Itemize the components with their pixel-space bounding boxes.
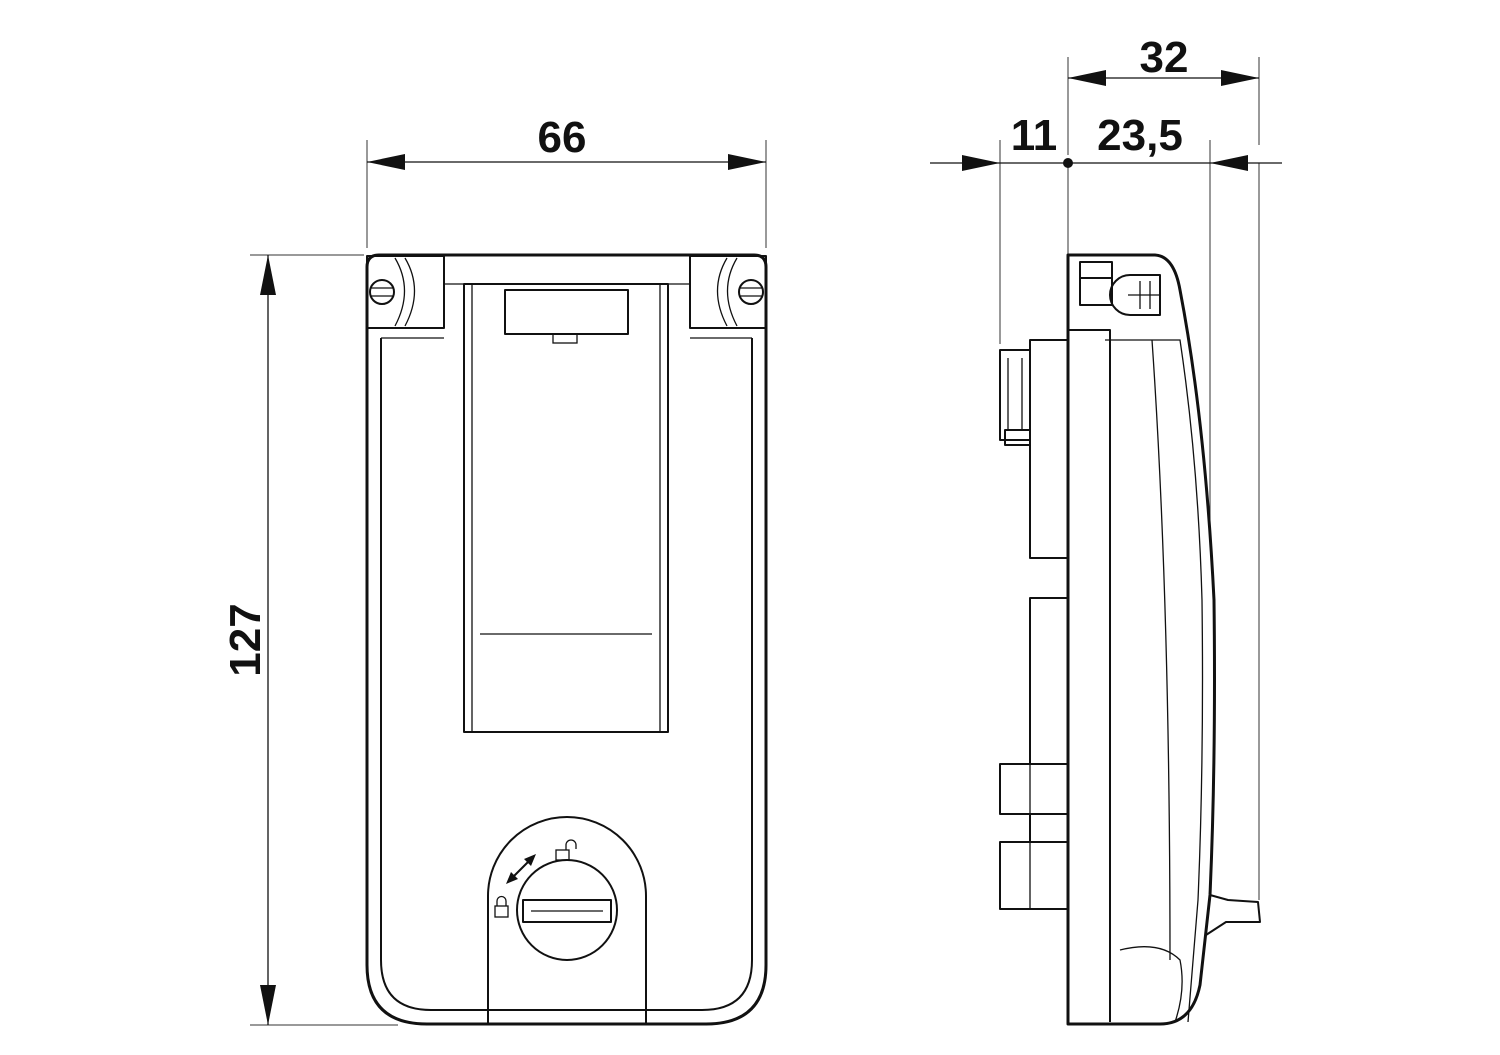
height-dimension-label: 127 (221, 603, 270, 676)
dimension-partial-depths: 11 23,5 (930, 111, 1282, 900)
dimension-height: 127 (221, 254, 398, 1026)
front-inner-rim (380, 338, 753, 1011)
width-dimension-label: 66 (538, 113, 587, 162)
rear-middle-module (1029, 597, 1069, 765)
unlocked-padlock-icon (555, 839, 577, 861)
front-view: 66 127 (221, 113, 768, 1026)
side-screw-tab (1079, 261, 1161, 316)
rear-depth-label: 23,5 (1097, 111, 1183, 160)
lock-housing (487, 816, 647, 1024)
locked-padlock-icon (494, 895, 509, 918)
dimension-total-depth: 32 (1067, 33, 1260, 155)
cover-flap (463, 283, 669, 733)
left-screw-tab (366, 255, 445, 329)
rear-lower-module (999, 763, 1069, 910)
side-view: 32 11 23,5 (930, 33, 1282, 1026)
right-screw-tab (689, 255, 767, 329)
dimension-width: 66 (366, 113, 767, 248)
rotate-arrow-icon (506, 854, 536, 884)
rear-upper-module (999, 339, 1069, 559)
lock-spindle (1205, 894, 1261, 936)
side-body-outline (1066, 253, 1216, 1026)
total-depth-label: 32 (1140, 33, 1189, 82)
front-depth-label: 11 (1011, 111, 1058, 160)
